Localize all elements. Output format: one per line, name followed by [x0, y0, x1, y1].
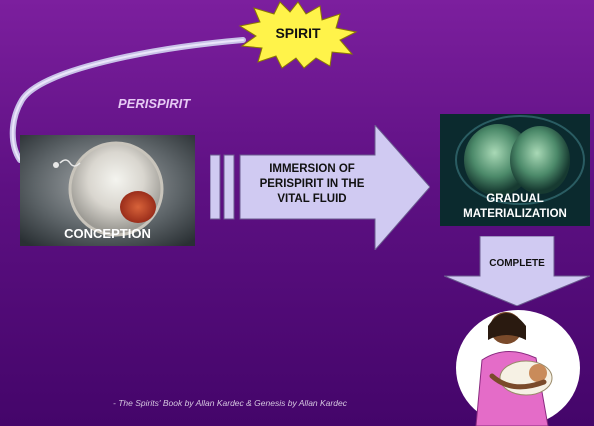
- mother-baby-illustration: [448, 298, 588, 426]
- materialization-line-1: GRADUAL: [440, 192, 590, 207]
- immersion-line-2: PERISPIRIT IN THE: [242, 177, 382, 192]
- complete-arrow: [444, 236, 590, 306]
- immersion-line-3: VITAL FLUID: [242, 192, 382, 207]
- perispirit-label: PERISPIRIT: [118, 96, 190, 111]
- spirit-label: SPIRIT: [258, 25, 338, 41]
- complete-label: COMPLETE: [474, 258, 560, 269]
- immersion-text: IMMERSION OF PERISPIRIT IN THE VITAL FLU…: [242, 162, 382, 207]
- source-citation: - The Spirits' Book by Allan Kardec & Ge…: [40, 398, 420, 408]
- materialization-line-2: MATERIALIZATION: [440, 207, 590, 222]
- conception-label: CONCEPTION: [20, 226, 195, 241]
- immersion-line-1: IMMERSION OF: [242, 162, 382, 177]
- materialization-label: GRADUAL MATERIALIZATION: [440, 192, 590, 222]
